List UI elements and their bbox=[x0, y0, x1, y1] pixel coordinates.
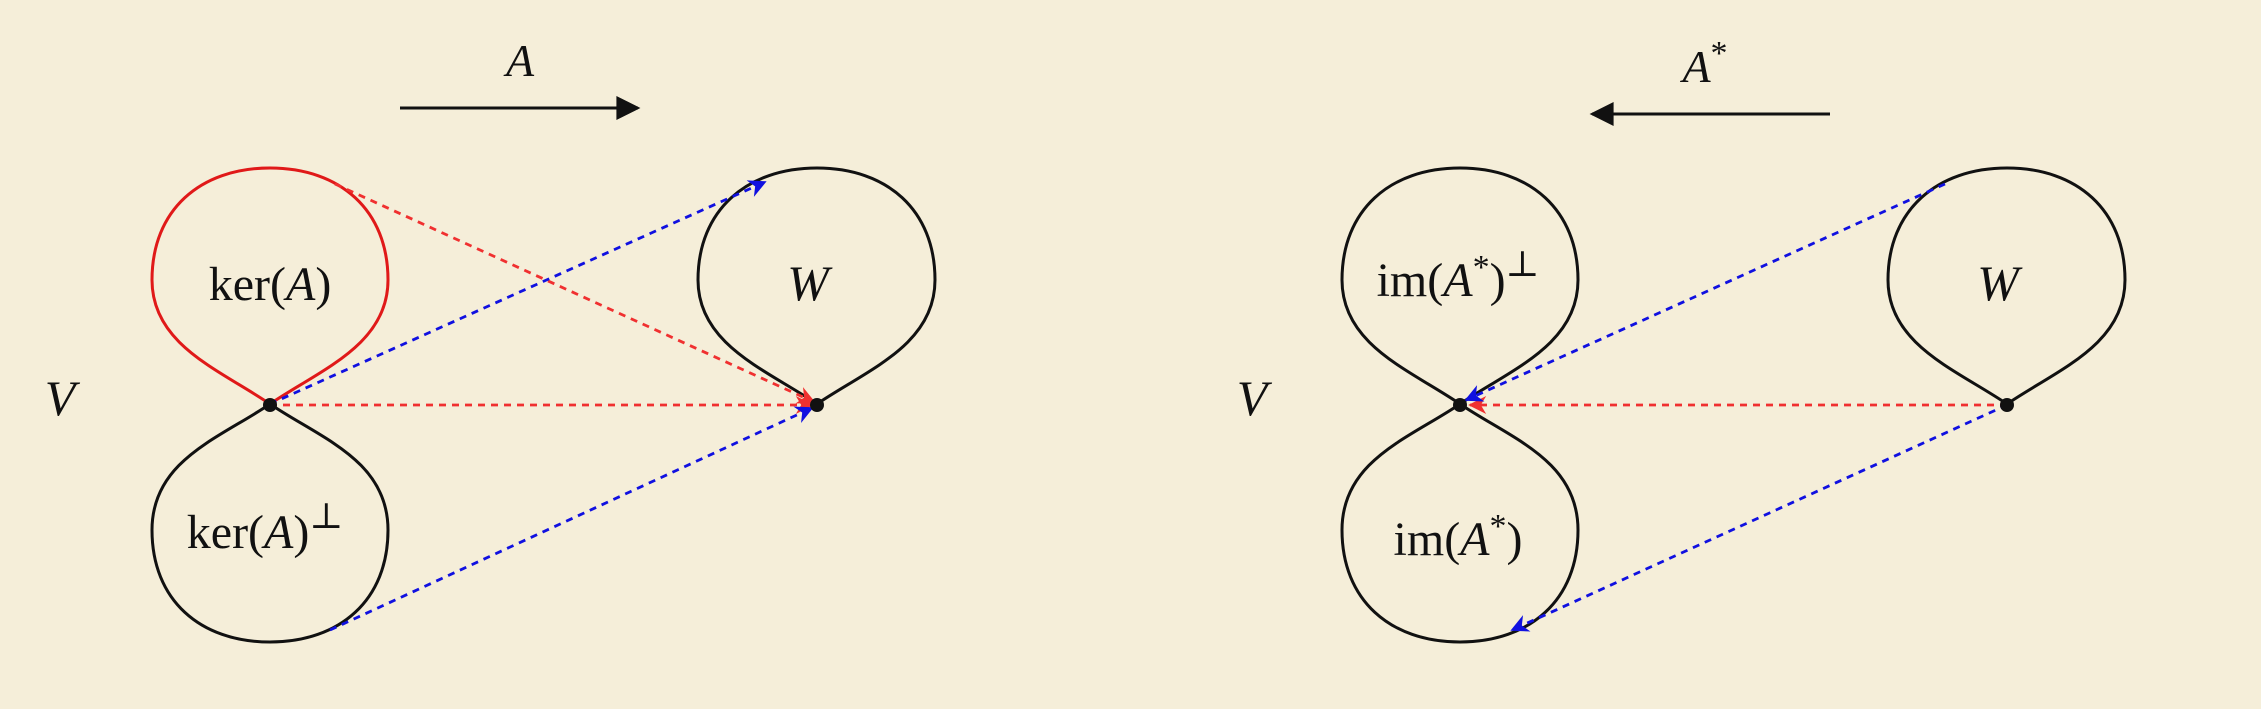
codomain-top-to-origin-arrow bbox=[1464, 182, 1946, 402]
complement-to-zero-arrow bbox=[329, 406, 814, 632]
kernel-complement-region-outline bbox=[150, 402, 390, 644]
right-domain-label: V bbox=[1237, 370, 1273, 426]
kernel-to-zero-arrow-top bbox=[334, 182, 816, 404]
kernel-region-label: ker(A) bbox=[209, 258, 332, 311]
codomain-origin-to-image-arrow bbox=[1510, 403, 2008, 632]
left-domain-origin-point bbox=[263, 398, 277, 412]
kernel-complement-region-label: ker(A)⊥ bbox=[187, 496, 343, 559]
image-complement-region-outline bbox=[1340, 166, 1580, 406]
kernel-region-outline bbox=[150, 166, 390, 406]
right-codomain-origin-point bbox=[2000, 398, 2014, 412]
left-map-label: A bbox=[503, 35, 535, 86]
left-domain-label: V bbox=[45, 370, 81, 426]
right-codomain-label: W bbox=[1977, 255, 2023, 311]
right-codomain-region-outline bbox=[1886, 166, 2127, 406]
image-region-label: im(A*) bbox=[1394, 508, 1523, 566]
left-diagram: A V ker(A) ker(A)⊥ W bbox=[45, 35, 937, 644]
image-region-outline bbox=[1340, 402, 1580, 644]
right-map-label: A* bbox=[1679, 35, 1727, 92]
left-codomain-origin-point bbox=[810, 398, 824, 412]
right-diagram: A* V im(A*)⊥ im(A*) W bbox=[1237, 35, 2127, 644]
image-complement-region-label: im(A*)⊥ bbox=[1377, 244, 1540, 307]
origin-to-codomain-top-arrow bbox=[269, 180, 767, 406]
left-codomain-region-outline bbox=[696, 166, 937, 406]
left-codomain-label: W bbox=[787, 255, 833, 311]
right-domain-origin-point bbox=[1453, 398, 1467, 412]
